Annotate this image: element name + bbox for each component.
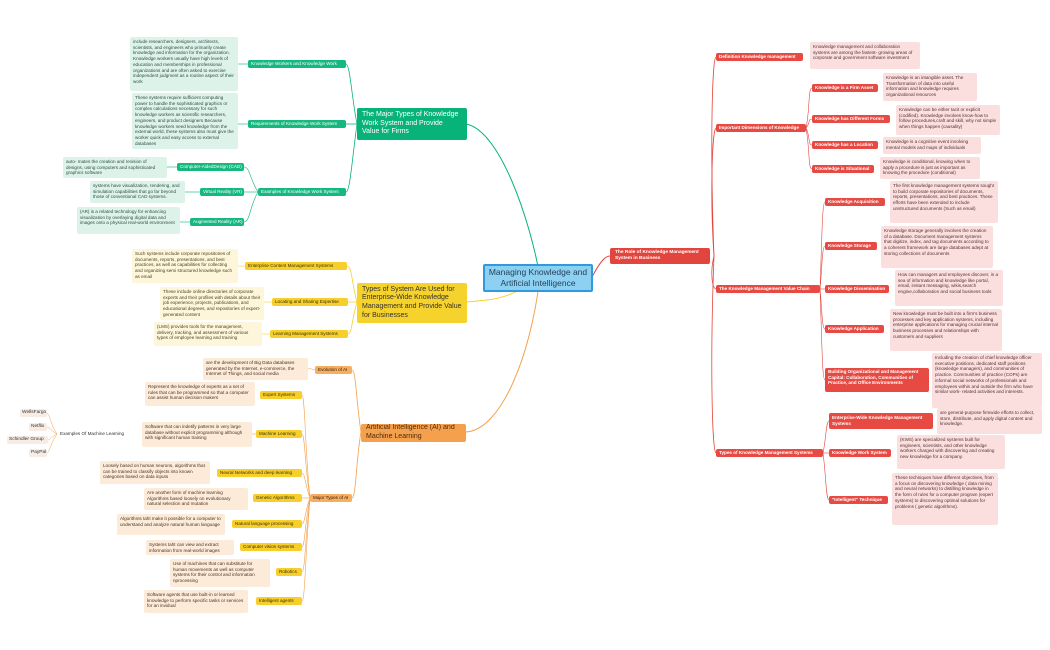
note-definition: Knowledge management and collaboration s…	[810, 42, 920, 69]
note-lms: (LMS) provides tools for the management,…	[154, 322, 262, 346]
subtopic-locating-expertise[interactable]: Locating and Sharing Expertise	[272, 298, 348, 306]
subtopic-ecm[interactable]: Enterprise Content Management Systems	[245, 262, 347, 270]
note-intelligent-agents: Software agents that use built-in or lea…	[144, 590, 248, 613]
ai-type-neural-networks[interactable]: Neural Networks and deep learning	[217, 469, 302, 477]
note-storage: Knowledge storage generally involves the…	[881, 226, 993, 268]
subtopic-examples[interactable]: Examples of Knowledge Work System	[258, 188, 346, 196]
dimension-situational[interactable]: Knowledge is Situational	[812, 165, 874, 173]
topic-enterprise-km-systems[interactable]: Types of System Are Used for Enterprise-…	[357, 283, 467, 323]
note-situational: Knowledge is conditional, knowing when t…	[880, 157, 980, 179]
note-vr: systems have visualization, rendering, a…	[90, 181, 185, 203]
root-topic[interactable]: Managing Knowledge and Artificial Intell…	[483, 264, 593, 292]
value-chain-dissemination[interactable]: Knowledge Dissemination	[825, 285, 889, 293]
ai-type-computer-vision[interactable]: Computer vision systems	[240, 543, 302, 551]
ai-type-nlp[interactable]: Natural language processing	[232, 520, 302, 528]
note-location: Knowledge is a cognitive event involving…	[883, 137, 981, 154]
value-chain-application[interactable]: Knowledge Application	[825, 325, 884, 333]
ai-type-robotics[interactable]: Robotics	[276, 568, 302, 576]
note-acquisition: The first knowledge management systems s…	[890, 181, 998, 223]
example-ar[interactable]: Augmented Reality (AR)	[190, 218, 244, 226]
subtopic-value-chain[interactable]: The Knowledge Management Value Chain	[716, 285, 820, 293]
note-application: New knowledge must be built into a firm'…	[890, 309, 1002, 351]
kms-type-knowledge-work-system[interactable]: Knowledge Work System	[829, 449, 891, 457]
note-firm-asset: Knowledge is an intangible asset. The Tr…	[883, 73, 977, 101]
subtopic-definition[interactable]: Definition Knowledge management	[716, 53, 803, 61]
note-different-forms: Knowledge can be either tacit or explici…	[896, 105, 1000, 135]
note-nlp: Algorithms taht make it possible for a c…	[117, 514, 225, 535]
dimension-location[interactable]: Knowledge has a Location	[812, 141, 878, 149]
kms-type-enterprise-wide[interactable]: Enterprise-Wide Knowledge Management Sys…	[829, 413, 933, 429]
note-knowledge-workers: include researchers, designers, architec…	[130, 37, 238, 91]
note-computer-vision: Systems taht can view and extract inform…	[146, 540, 234, 555]
note-ar: (AR) is a related technology for enhanci…	[77, 207, 180, 234]
dimension-different-forms[interactable]: Knowledge has Different Forms	[812, 115, 890, 123]
example-cad[interactable]: Computer-AidedDesign (CAD)	[177, 163, 244, 171]
note-knowledge-work-system: (KWS) are specialized systems built for …	[897, 435, 1005, 469]
example-vr[interactable]: Virtual Reality (VR)	[200, 188, 244, 196]
note-dissemination: How can managers and employees discover,…	[895, 270, 1003, 306]
note-evolution-of-ai: are the development of Big Data database…	[203, 358, 308, 380]
dimension-firm-asset[interactable]: Knowledge is a Firm Asset	[812, 84, 878, 92]
subtopic-requirements[interactable]: Requirements of Knowledge Work System	[248, 120, 346, 128]
note-expert-systems: Represent the knowledge of experts as a …	[145, 382, 255, 406]
ai-type-expert-systems[interactable]: Expert Systems	[260, 391, 302, 399]
value-chain-storage[interactable]: Knowledge Storage	[825, 242, 877, 250]
note-organizational-capital: Including the creation of chief knowledg…	[932, 353, 1042, 408]
value-chain-acquisition[interactable]: Knowledge Acquisition	[825, 198, 885, 206]
subtopic-major-types-of-ai[interactable]: Major Types of AI	[310, 494, 352, 502]
note-intelligent-technique: These techniques have different objectiv…	[892, 473, 998, 525]
kms-type-intelligent-technique[interactable]: "Intelligent" Technique	[829, 496, 888, 504]
note-enterprise-wide: are general-purpose firmwide efforts to …	[937, 408, 1042, 434]
note-robotics: Use of machines that can substitute for …	[170, 559, 270, 587]
note-locating-expertise: These include online directories of corp…	[160, 287, 264, 320]
ml-example-paypal[interactable]: PayPal	[29, 449, 47, 457]
value-chain-organizational-capital[interactable]: Building Organizational and Management C…	[825, 368, 929, 392]
ml-example-schindler[interactable]: Schindler Group	[7, 436, 48, 444]
note-requirements: These systems require sufficient computi…	[132, 93, 238, 149]
ai-type-intelligent-agents[interactable]: Intelligent agents	[256, 597, 302, 605]
note-cad: auto- mates the creation and revision of…	[63, 157, 167, 178]
subtopic-ml-examples[interactable]: Examples Of Machine Learning	[60, 431, 125, 437]
topic-role-of-kms[interactable]: The Role of Knowledge Management System …	[610, 248, 710, 264]
subtopic-dimensions[interactable]: Important Dimensions of Knowledge	[716, 124, 806, 132]
subtopic-evolution-of-ai[interactable]: Evolution of AI	[315, 366, 352, 374]
ml-example-wellsfargo[interactable]: WellsFargo	[20, 409, 47, 417]
note-ecm: Such systems include corporate repositor…	[132, 249, 238, 283]
subtopic-kms-types[interactable]: Types of Knowledge Management Systems	[716, 449, 823, 457]
note-machine-learning: Software that can indetify patterns in v…	[142, 422, 252, 447]
ai-type-machine-learning[interactable]: Machine Learning	[256, 430, 302, 438]
ml-example-netflix[interactable]: Netflix	[29, 423, 47, 431]
subtopic-lms[interactable]: Learning Management Systems	[270, 330, 348, 338]
subtopic-knowledge-workers[interactable]: Knowledge Workers and Knowledge Work	[248, 60, 346, 68]
ai-type-genetic-algorithms[interactable]: Genetic Algorithms	[253, 494, 302, 502]
note-genetic-algorithms: Are another form of machine learning Alg…	[144, 488, 248, 510]
topic-knowledge-work-systems[interactable]: The Major Types of Knowledge Work System…	[357, 108, 467, 140]
topic-ai-machine-learning[interactable]: Artificial Intelligence (AI) and Machine…	[361, 424, 466, 442]
note-neural-networks: Loosely based on human neurons, algorith…	[100, 461, 210, 484]
